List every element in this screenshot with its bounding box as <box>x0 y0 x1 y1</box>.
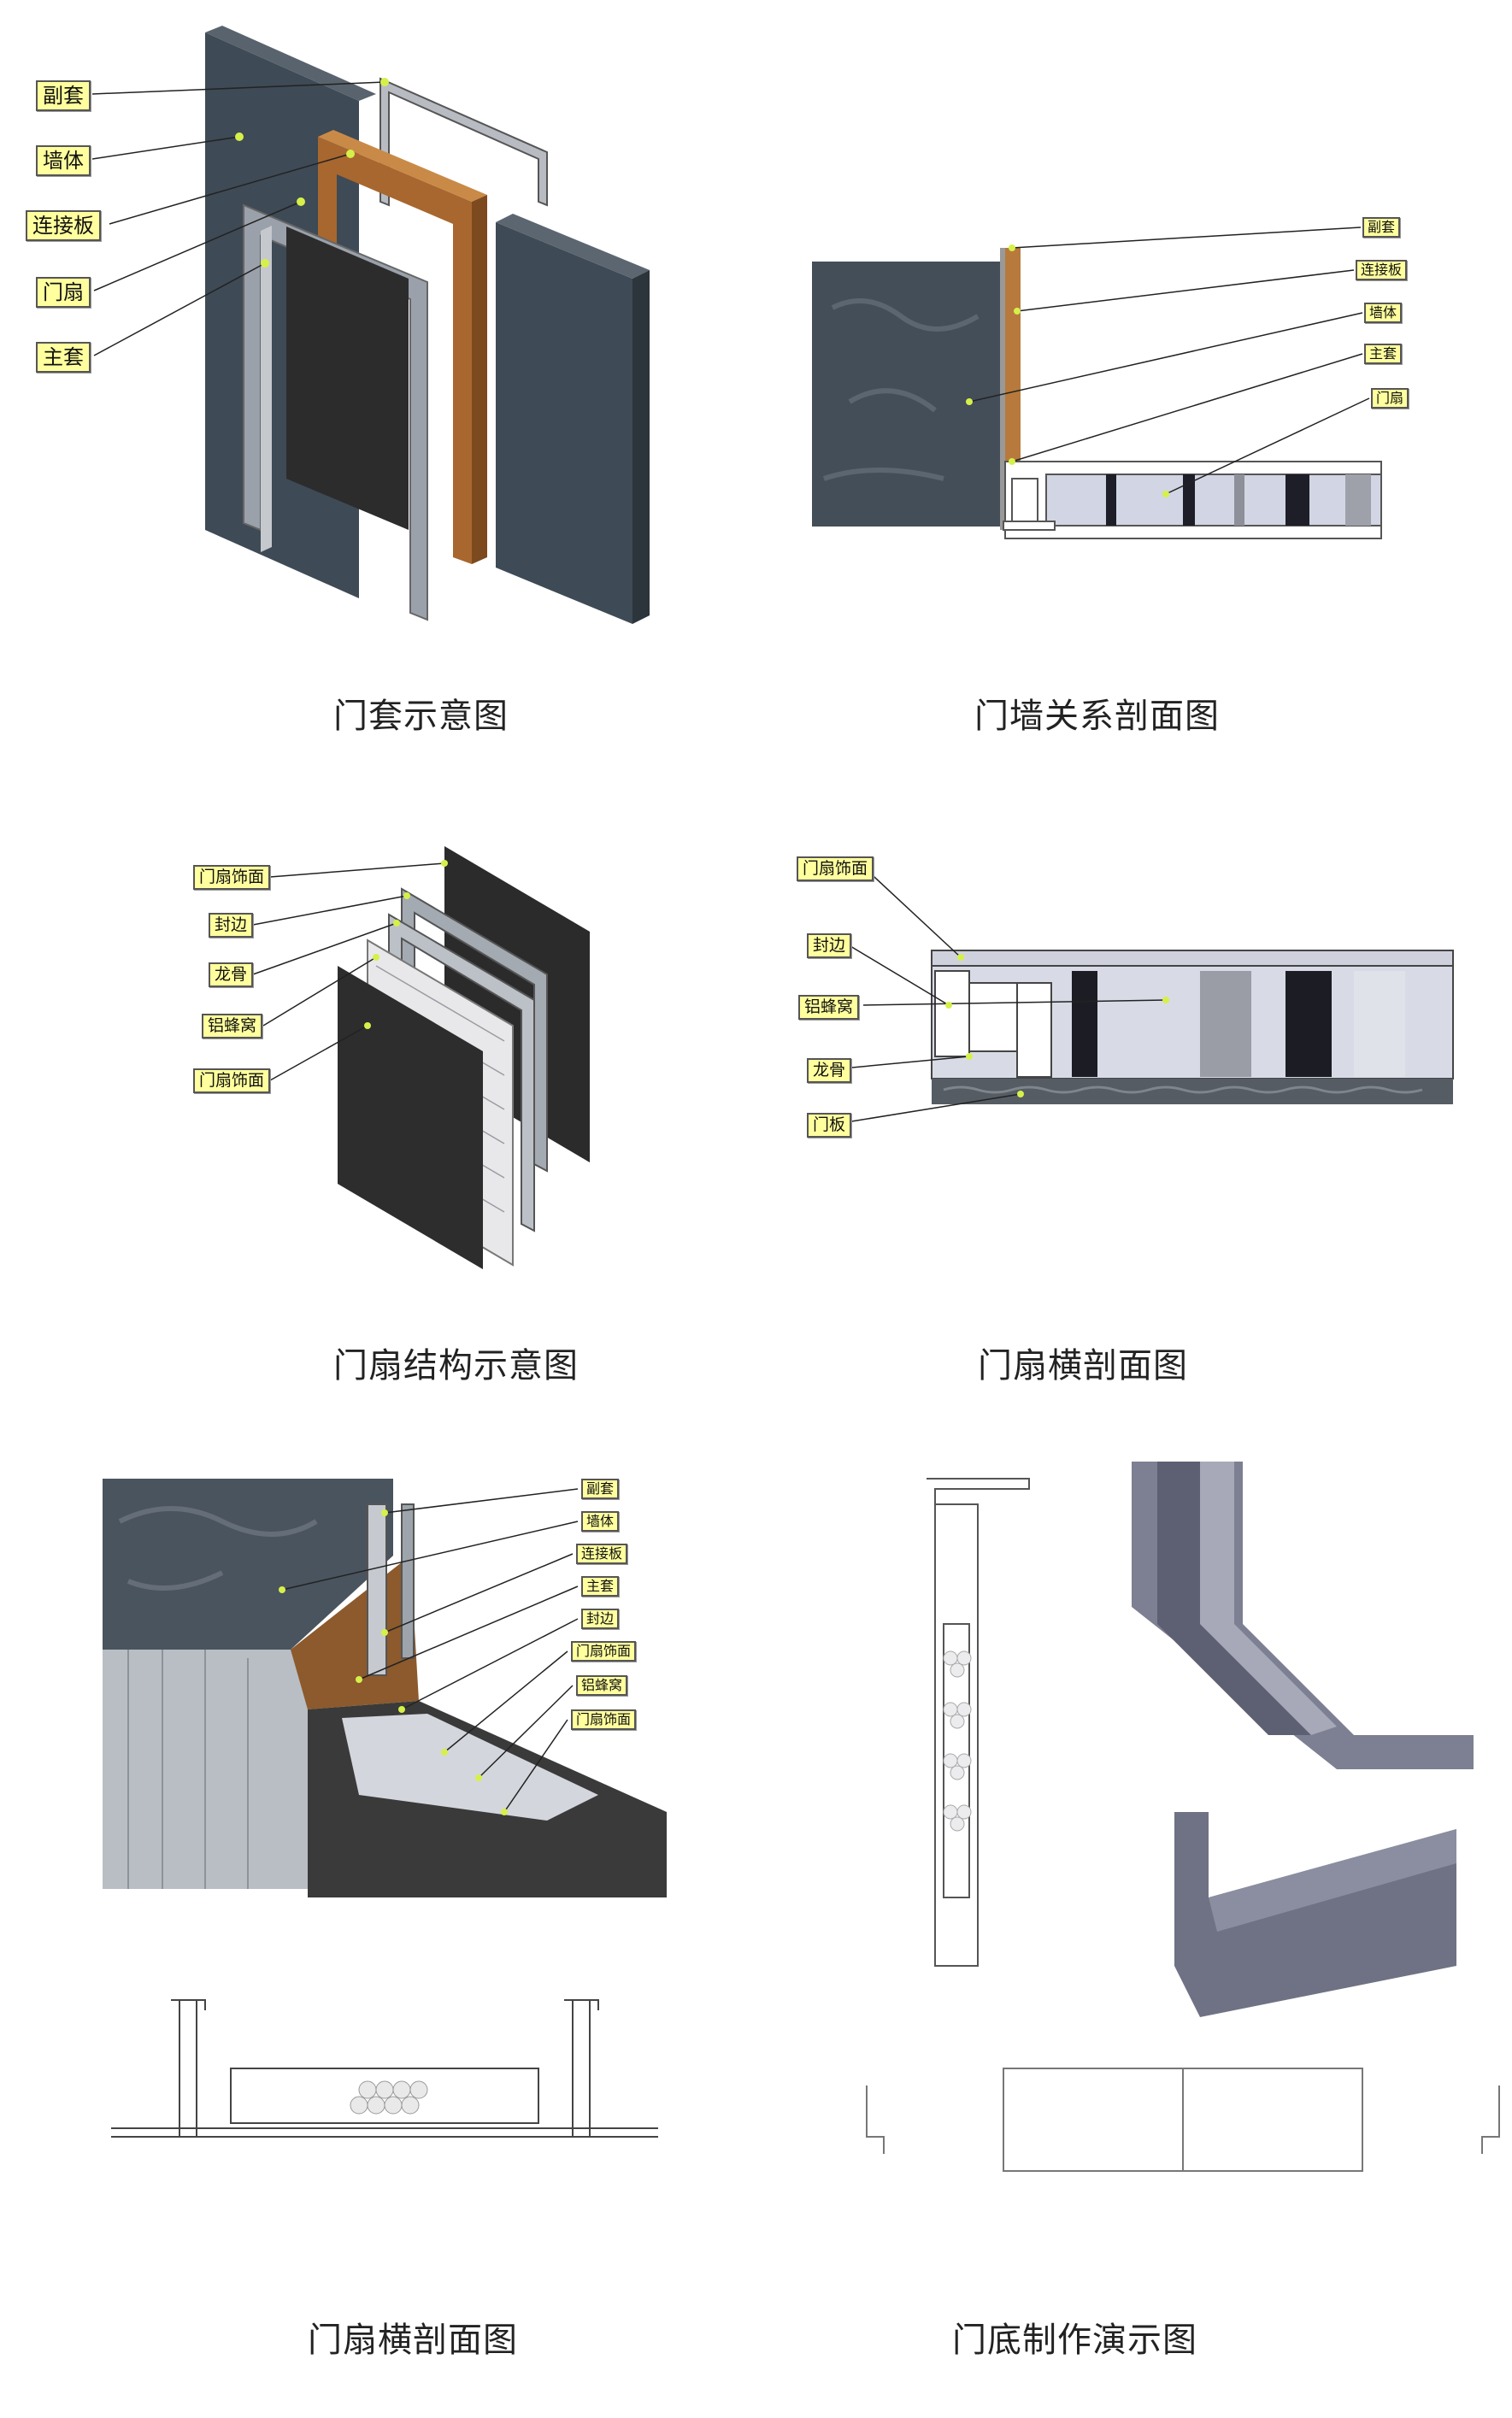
label-connecting-board: 连接板 <box>1356 260 1408 280</box>
door-wall-section-drawing <box>812 227 1382 539</box>
door-leaf-structure: 门扇饰面 封边 龙骨 铝蜂窝 门扇饰面 门扇结构示意图 <box>0 803 756 1402</box>
door-leaf-cross-section-drawing <box>840 866 1454 1124</box>
door-leaf-cross-section: 门扇饰面 封边 铝蜂窝 龙骨 门板 门扇横剖面图 <box>756 803 1512 1402</box>
label-connecting-board: 连接板 <box>576 1544 628 1564</box>
label-door-leaf: 门扇 <box>36 277 91 308</box>
label-main-frame: 主套 <box>36 342 91 373</box>
door-leaf-structure-drawing <box>252 846 590 1269</box>
label-main-frame: 主套 <box>1364 344 1403 364</box>
label-door-leaf: 门扇 <box>1371 388 1409 409</box>
label-edge-banding: 封边 <box>209 913 254 938</box>
label-facing-back: 门扇饰面 <box>193 865 271 890</box>
caption: 门扇横剖面图 <box>978 1346 1188 1385</box>
label-main-frame: 主套 <box>581 1576 620 1597</box>
label-aluminum-honeycomb: 铝蜂窝 <box>202 1014 263 1038</box>
door-frame-exploded-drawing <box>91 26 650 624</box>
label-keel: 龙骨 <box>807 1058 852 1083</box>
label-door-leaf-facing: 门扇饰面 <box>571 1641 637 1662</box>
label-facing-front: 门扇饰面 <box>193 1068 271 1093</box>
door-bottom-demo: 门底制作演示图 <box>756 1453 1512 2376</box>
label-connecting-board: 连接板 <box>26 210 101 241</box>
caption: 门扇结构示意图 <box>333 1346 579 1385</box>
door-frame-diagram: 副套 墙体 连接板 门扇 主套 门套示意图 <box>0 0 756 752</box>
label-edge-banding: 封边 <box>807 933 852 958</box>
label-wall: 墙体 <box>581 1511 620 1532</box>
door-leaf-3d-section-drawing <box>103 1479 667 2138</box>
door-bottom-demo-drawing <box>866 1462 1500 2172</box>
label-sub-frame: 副套 <box>1362 217 1401 238</box>
label-door-leaf-facing-2: 门扇饰面 <box>571 1709 637 1730</box>
label-keel: 龙骨 <box>209 962 254 987</box>
label-door-leaf-facing: 门扇饰面 <box>797 856 874 881</box>
door-leaf-cross-section-3d: 副套 墙体 连接板 主套 封边 门扇饰面 铝蜂窝 门扇饰面 门扇横剖面图 <box>0 1453 756 2376</box>
door-wall-section: 副套 连接板 墙体 主套 门扇 门墙关系剖面图 <box>756 0 1512 752</box>
label-wall: 墙体 <box>1364 303 1403 323</box>
label-wall: 墙体 <box>36 145 91 176</box>
caption: 门套示意图 <box>333 697 509 736</box>
caption: 门底制作演示图 <box>952 2321 1197 2360</box>
label-aluminum-honeycomb: 铝蜂窝 <box>576 1675 628 1696</box>
caption: 门墙关系剖面图 <box>974 697 1220 736</box>
label-aluminum-honeycomb: 铝蜂窝 <box>798 995 860 1020</box>
label-sub-frame: 副套 <box>36 80 91 111</box>
label-edge-banding: 封边 <box>581 1609 620 1629</box>
label-door-panel: 门板 <box>807 1113 852 1138</box>
label-sub-frame: 副套 <box>581 1479 620 1499</box>
caption: 门扇横剖面图 <box>308 2321 518 2360</box>
